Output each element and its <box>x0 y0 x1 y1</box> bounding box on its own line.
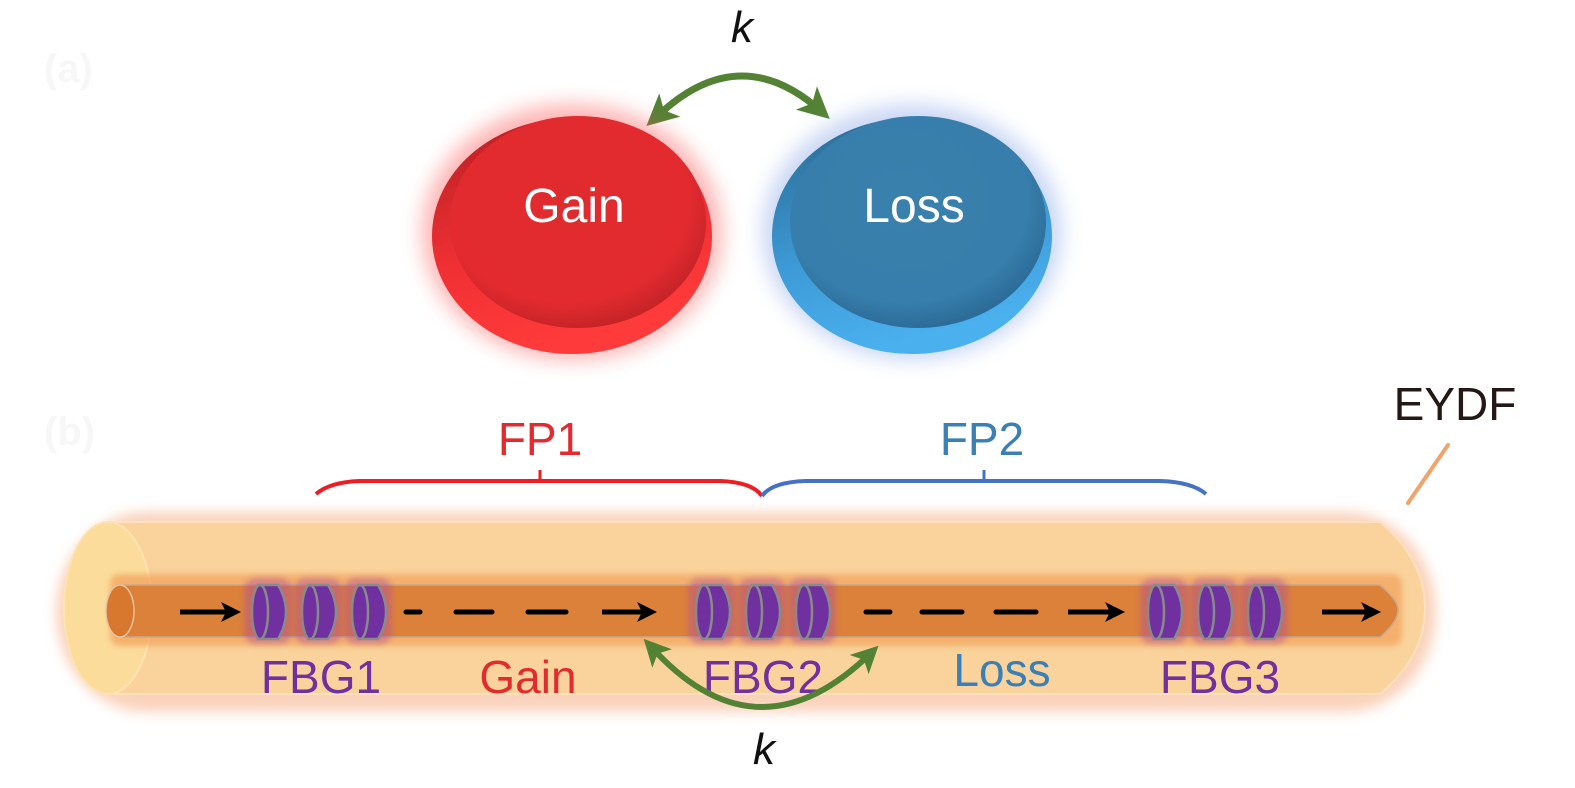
fbg3-label: FBG3 <box>1160 651 1280 703</box>
gain-resonator-label: Gain <box>523 180 624 233</box>
fp1-bracket <box>314 479 764 498</box>
fiber-coupling-arrow-icon <box>643 638 879 710</box>
fp2-label: FP2 <box>940 413 1024 465</box>
coupling-k-label: k <box>731 3 755 52</box>
gain-resonator: Gain <box>422 104 722 360</box>
fp2-bracket <box>760 479 1208 498</box>
grating-disk-face <box>1196 583 1216 641</box>
fbg3-grating <box>1140 578 1288 644</box>
fbg1-label: FBG1 <box>261 651 381 703</box>
grating-disk-face <box>250 583 270 641</box>
fbg1-grating <box>244 578 392 644</box>
panel-b: FP1 FP2 EYDF <box>56 378 1516 774</box>
fiber-coupling-k-label: k <box>753 725 777 774</box>
grating-disk-face <box>1246 583 1266 641</box>
grating-disk-face <box>1146 583 1166 641</box>
eydf-label: EYDF <box>1394 378 1517 430</box>
eydf-pointer-line <box>1406 443 1450 505</box>
gain-section-label: Gain <box>479 651 576 703</box>
grating-disk-face <box>300 583 320 641</box>
loss-resonator-label: Loss <box>863 180 964 233</box>
panel-a: k Gain Loss <box>422 3 1062 360</box>
loss-resonator: Loss <box>762 104 1062 360</box>
grating-disk-face <box>744 583 764 641</box>
grating-disk-face <box>694 583 714 641</box>
fbg-groups <box>244 578 1288 644</box>
loss-section-label: Loss <box>953 644 1050 696</box>
grating-disk-face <box>350 583 370 641</box>
panel-b-label: (b) <box>44 410 95 454</box>
panel-a-label: (a) <box>44 47 93 91</box>
grating-disk-face <box>794 583 814 641</box>
fbg2-grating <box>688 578 836 644</box>
fp1-label: FP1 <box>498 413 582 465</box>
coupling-arrow-icon <box>646 72 830 127</box>
